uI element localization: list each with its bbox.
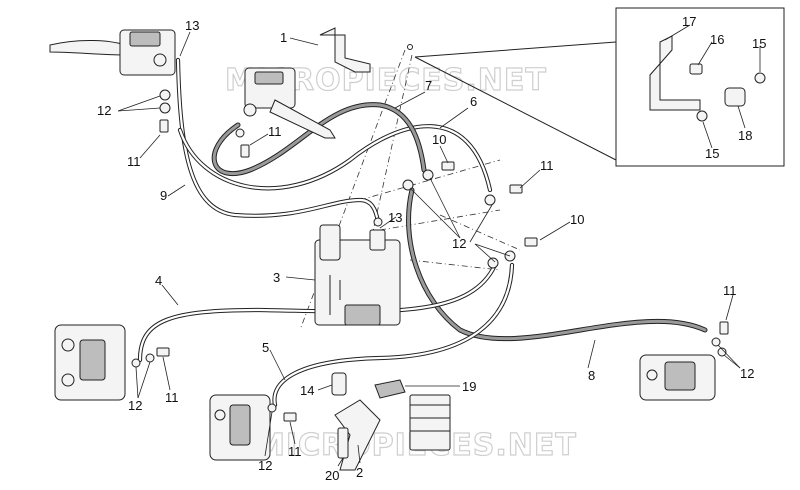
callout-12-middle: 12 bbox=[452, 236, 466, 251]
inset-washer-15-bottom bbox=[696, 110, 708, 122]
callout-11-upper-right: 11 bbox=[540, 158, 554, 173]
callout-15-top: 15 bbox=[752, 36, 766, 51]
abs-control-unit bbox=[314, 224, 401, 326]
rear-master-cylinder-lever bbox=[49, 29, 176, 76]
inset-washer-15-top bbox=[754, 72, 766, 84]
callout-11-rear: 11 bbox=[723, 283, 737, 298]
callout-13-top: 13 bbox=[185, 18, 199, 33]
callout-11-front-right: 11 bbox=[288, 444, 302, 459]
hose-4 bbox=[137, 262, 498, 363]
callout-5: 5 bbox=[262, 340, 269, 355]
callout-11-top-left: 11 bbox=[127, 154, 141, 169]
bolt-20 bbox=[337, 427, 349, 459]
callout-10-lower: 10 bbox=[570, 212, 584, 227]
callout-14: 14 bbox=[300, 383, 314, 398]
callout-6: 6 bbox=[470, 94, 477, 109]
callout-11-master: 11 bbox=[268, 124, 282, 139]
support-block bbox=[409, 394, 451, 451]
inset-anchor-point bbox=[407, 44, 413, 50]
spacer-14 bbox=[331, 372, 347, 396]
callout-labels: 13 1 7 6 12 11 11 10 11 9 13 12 10 3 4 1… bbox=[97, 14, 766, 483]
callout-13-middle: 13 bbox=[388, 210, 402, 225]
front-left-brake-caliper bbox=[54, 324, 126, 401]
bracket-1 bbox=[319, 27, 371, 73]
hose-8 bbox=[406, 187, 708, 342]
front-master-cylinder-lever bbox=[243, 67, 336, 139]
inset-bolt-16 bbox=[689, 63, 703, 75]
inset-damper-18 bbox=[724, 87, 746, 107]
callout-20: 20 bbox=[325, 468, 339, 483]
callout-11-front-left: 11 bbox=[165, 390, 179, 405]
callout-12-top-left: 12 bbox=[97, 103, 111, 118]
detail-inset-box bbox=[615, 7, 785, 167]
callout-19: 19 bbox=[462, 379, 476, 394]
rubber-pad-19 bbox=[374, 379, 406, 399]
callout-16: 16 bbox=[710, 32, 724, 47]
callout-12-front-right: 12 bbox=[258, 458, 272, 473]
front-right-brake-caliper bbox=[209, 394, 271, 461]
callout-12-rear: 12 bbox=[740, 366, 754, 381]
hose-6 bbox=[177, 124, 493, 193]
callout-15-bottom: 15 bbox=[705, 146, 719, 161]
callout-10-upper: 10 bbox=[432, 132, 446, 147]
callout-9: 9 bbox=[160, 188, 167, 203]
callout-12-front-left: 12 bbox=[128, 398, 142, 413]
inset-bracket-17 bbox=[649, 35, 701, 111]
callout-18: 18 bbox=[738, 128, 752, 143]
rear-brake-caliper bbox=[639, 354, 716, 401]
callout-4: 4 bbox=[155, 273, 162, 288]
hose-9 bbox=[175, 57, 381, 225]
callout-3: 3 bbox=[273, 270, 280, 285]
callout-17: 17 bbox=[682, 14, 696, 29]
callout-8: 8 bbox=[588, 368, 595, 383]
hose-5 bbox=[272, 262, 515, 408]
hose-7 bbox=[211, 102, 427, 177]
inset-leader-bottom bbox=[414, 56, 617, 161]
inset-leader-top bbox=[414, 41, 617, 58]
fittings bbox=[131, 89, 729, 422]
callout-2: 2 bbox=[356, 465, 363, 480]
callout-leaders bbox=[117, 24, 761, 467]
callout-7: 7 bbox=[425, 78, 432, 93]
callout-1: 1 bbox=[280, 30, 287, 45]
